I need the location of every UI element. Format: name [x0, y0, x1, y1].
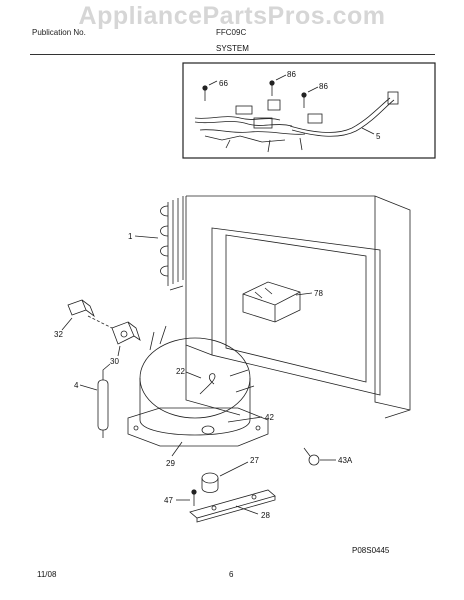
section-title: SYSTEM	[216, 44, 249, 53]
callout-42: 42	[265, 413, 274, 422]
footer-date: 11/08	[37, 570, 57, 579]
screw-47	[191, 489, 197, 506]
cabinet-body	[185, 195, 411, 419]
leader-32	[61, 317, 73, 331]
leader-86-left	[275, 74, 287, 81]
dashed-link-32	[87, 315, 113, 329]
bracket-32	[67, 299, 95, 318]
callout-43a: 43A	[338, 456, 353, 465]
screw-66	[202, 85, 208, 101]
condenser-coil	[160, 196, 184, 291]
callout-30: 30	[110, 357, 119, 366]
callout-5: 5	[376, 132, 381, 141]
callout-27: 27	[250, 456, 259, 465]
screw-86-left	[269, 80, 275, 96]
header-rule	[30, 54, 435, 55]
leader-66	[208, 80, 218, 86]
plug-30	[111, 321, 141, 345]
screw-86-right	[301, 92, 307, 108]
leader-22	[185, 371, 202, 379]
electrical-box-78	[242, 281, 301, 323]
callout-47: 47	[164, 496, 173, 505]
leader-28	[235, 505, 259, 515]
footer-page-number: 6	[229, 570, 234, 579]
leader-30	[117, 345, 121, 357]
model-number: FFC09C	[216, 28, 247, 37]
callout-32: 32	[54, 330, 63, 339]
clamp-43a	[303, 447, 320, 466]
inset-frame	[182, 62, 436, 159]
mounting-rail-28	[189, 489, 276, 523]
wiring-harness	[194, 91, 399, 153]
wire-22	[199, 373, 216, 395]
callout-4: 4	[74, 381, 79, 390]
leader-1	[134, 235, 159, 239]
callout-29: 29	[166, 459, 175, 468]
callout-66: 66	[219, 79, 228, 88]
callout-1: 1	[128, 232, 133, 241]
leader-5	[361, 127, 375, 135]
grommet-27	[201, 472, 219, 493]
callout-86-left: 86	[287, 70, 296, 79]
diagram-code: P08S0445	[352, 546, 390, 555]
leader-78	[295, 292, 313, 296]
callout-28: 28	[261, 511, 270, 520]
compressor-29	[127, 325, 269, 447]
callout-22: 22	[176, 367, 185, 376]
callout-86-right: 86	[319, 82, 328, 91]
leader-29	[171, 441, 183, 457]
leader-86-right	[307, 86, 319, 93]
drier-4	[97, 363, 111, 438]
leader-42	[227, 416, 263, 423]
publication-label: Publication No.	[32, 28, 86, 37]
leader-27	[219, 461, 249, 477]
leader-4	[79, 384, 98, 391]
callout-78: 78	[314, 289, 323, 298]
